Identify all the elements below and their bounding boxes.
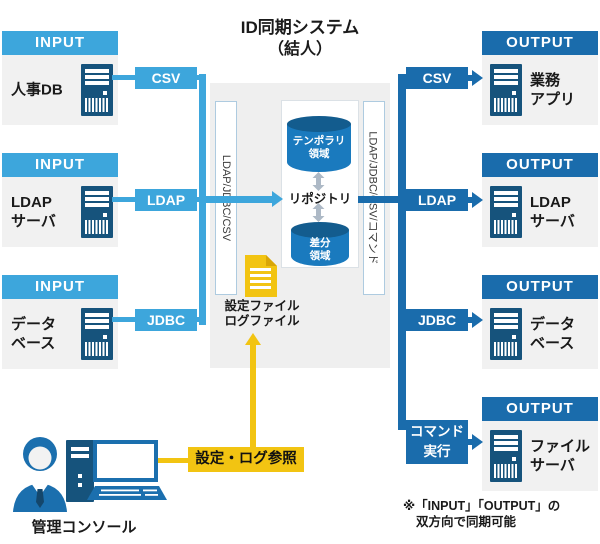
output-header: OUTPUT	[482, 153, 598, 177]
server-icon	[81, 64, 113, 116]
protocol-label-ldap-out: LDAP	[406, 189, 468, 211]
node-label: ファイル サーバ	[530, 438, 591, 474]
protocol-label-command-out: コマンド 実行	[406, 420, 468, 464]
title-line2: （結人）	[267, 41, 332, 58]
config-file-icon	[245, 255, 277, 297]
connector-input2b	[196, 197, 201, 202]
page-title: ID同期システム （結人）	[200, 16, 400, 61]
input-node-ldap-server: INPUT LDAP サーバ	[2, 153, 118, 247]
output-header: OUTPUT	[482, 397, 598, 421]
output-node-file-server: OUTPUT ファイル サーバ	[482, 397, 598, 491]
node-label: データ ベース	[11, 316, 57, 352]
input-to-repo-arrowhead-icon	[272, 191, 283, 207]
log-arrow-line	[250, 345, 256, 450]
node-label: LDAP サーバ	[11, 194, 56, 230]
output-bus-line	[398, 74, 406, 430]
node-label: LDAP サーバ	[530, 194, 575, 230]
server-icon	[490, 308, 522, 360]
input-node-database: INPUT データ ベース	[2, 275, 118, 369]
output-header: OUTPUT	[482, 31, 598, 55]
input-header: INPUT	[2, 275, 118, 299]
protocol-label-jdbc-in: JDBC	[135, 309, 197, 331]
input-to-repo-line	[206, 196, 272, 203]
input-header: INPUT	[2, 153, 118, 177]
protocol-label-csv-in: CSV	[135, 67, 197, 89]
server-icon	[490, 64, 522, 116]
connector-input1	[112, 75, 135, 80]
footnote-line1: ※「INPUT」「OUTPUT」の	[403, 499, 561, 513]
node-label: データ ベース	[530, 316, 576, 352]
output1-arrowhead-icon	[472, 70, 483, 86]
node-label: 人事DB	[11, 81, 63, 99]
console-tower-icon	[66, 440, 94, 502]
temp-area-label: テンポラリ 領域	[292, 135, 346, 160]
input-bus-line	[199, 74, 206, 325]
diff-area-label: 差分 領域	[309, 237, 331, 262]
connector-input3b	[196, 317, 201, 322]
connector-output4	[468, 439, 473, 445]
output3-arrowhead-icon	[472, 312, 483, 328]
file-caption: 設定ファイル ログファイル	[224, 299, 300, 328]
cylinder-top	[287, 116, 351, 132]
sync-arrow-icon	[312, 203, 325, 222]
repository-label: リポジトリ	[288, 192, 352, 206]
output4-arrowhead-icon	[472, 434, 483, 450]
input-header: INPUT	[2, 31, 118, 55]
console-monitor-icon	[93, 440, 158, 482]
connector-input2	[112, 197, 135, 202]
connector-output2	[468, 197, 473, 203]
output-node-database: OUTPUT データ ベース	[482, 275, 598, 369]
protocol-label-ldap-in: LDAP	[135, 189, 197, 211]
sync-arrow-icon	[312, 172, 325, 191]
connector-input3	[112, 317, 135, 322]
output-node-ldap-server: OUTPUT LDAP サーバ	[482, 153, 598, 247]
temp-area-cylinder: テンポラリ 領域	[287, 116, 351, 172]
cylinder-body	[287, 124, 351, 172]
protocol-label-csv-out: CSV	[406, 67, 468, 89]
server-icon	[81, 308, 113, 360]
output-header: OUTPUT	[482, 275, 598, 299]
server-icon	[490, 430, 522, 482]
admin-person-icon	[13, 437, 67, 512]
server-icon	[490, 186, 522, 238]
server-icon	[81, 186, 113, 238]
log-arrowhead-icon	[245, 333, 261, 345]
connector-input1b	[196, 75, 201, 80]
node-label: 業務 アプリ	[530, 72, 576, 108]
console-keyboard-icon	[87, 486, 167, 500]
console-to-settings-line	[158, 458, 188, 463]
output-node-business-app: OUTPUT 業務 アプリ	[482, 31, 598, 125]
title-line1: ID同期システム	[240, 18, 360, 37]
output2-arrowhead-icon	[472, 192, 483, 208]
settings-log-label: 設定・ログ参照	[188, 447, 304, 472]
console-caption: 管理コンソール	[31, 519, 137, 536]
input-node-hr-db: INPUT 人事DB	[2, 31, 118, 125]
cylinder-top	[291, 222, 349, 238]
footnote: ※「INPUT」「OUTPUT」の 双方向で同期可能	[403, 498, 560, 530]
diff-area-cylinder: 差分 領域	[291, 222, 349, 266]
footnote-line2: 双方向で同期可能	[416, 515, 517, 529]
repo-to-output-line	[358, 196, 398, 203]
protocol-label-jdbc-out: JDBC	[406, 309, 468, 331]
connector-output1	[468, 75, 473, 81]
connector-output3	[468, 317, 473, 323]
